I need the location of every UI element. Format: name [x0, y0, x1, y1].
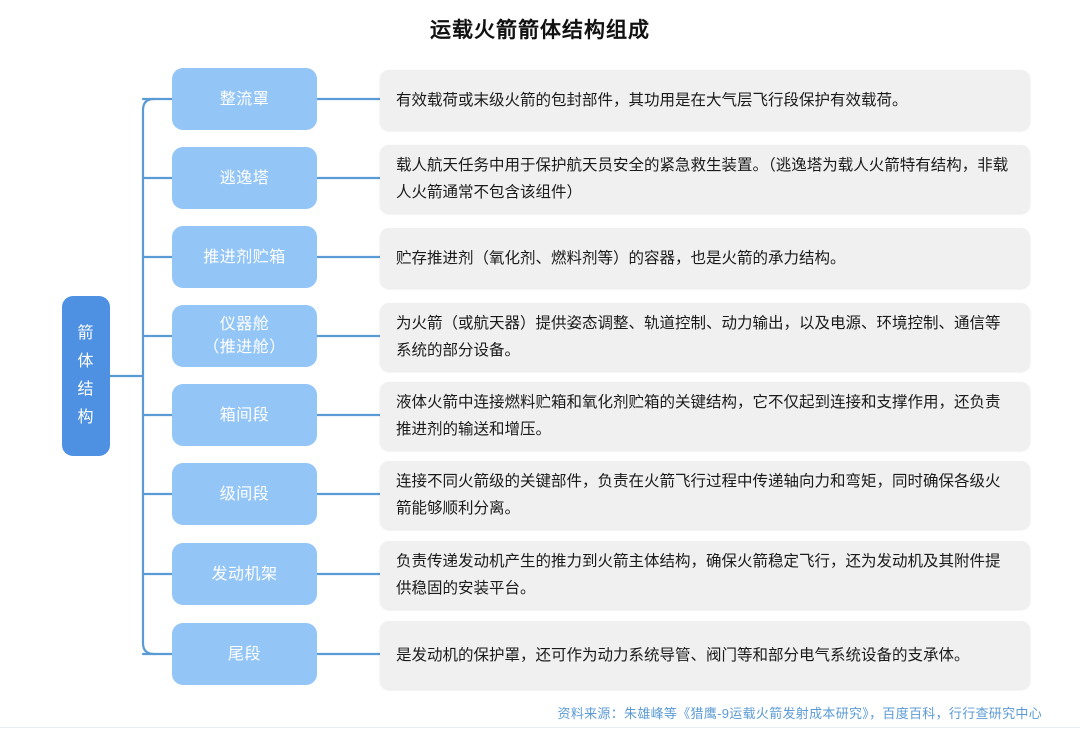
- description-text: 载人航天任务中用于保护航天员安全的紧急救生装置。（逃逸塔为载人火箭特有结构，非载…: [396, 157, 1009, 201]
- node-fairing[interactable]: 整流罩: [172, 68, 317, 130]
- description-text: 为火箭（或航天器）提供姿态调整、轨道控制、动力输出，以及电源、环境控制、通信等系…: [396, 315, 1001, 359]
- description-text: 连接不同火箭级的关键部件，负责在火箭飞行过程中传递轴向力和弯矩，同时确保各级火箭…: [396, 473, 1001, 517]
- root-node-char-2: 体: [77, 353, 95, 370]
- node-escape-tower[interactable]: 逃逸塔: [172, 147, 317, 209]
- description-text: 有效载荷或末级火箭的包封部件，其功用是在大气层飞行段保护有效载荷。: [396, 91, 908, 109]
- node-propellant-tank[interactable]: 推进剂贮箱: [172, 226, 317, 288]
- root-node-rocket-body-structure[interactable]: 箭 体 结 构: [62, 296, 110, 456]
- description-intertank-section: 液体火箭中连接燃料贮箱和氧化剂贮箱的关键结构，它不仅起到连接和支撑作用，还负责推…: [380, 382, 1030, 450]
- source-citation: 资料来源：朱雄峰等《猎鹰-9运载火箭发射成本研究》，百度百科，行行查研究中心: [557, 706, 1042, 721]
- root-node-char-4: 构: [77, 409, 95, 426]
- connector-trunk: [141, 97, 156, 656]
- page-title: 运载火箭箭体结构组成: [430, 19, 650, 42]
- description-tail-section: 是发动机的保护罩，还可作为动力系统导管、阀门等和部分电气系统设备的支承体。: [380, 621, 1030, 689]
- node-interstage-section[interactable]: 级间段: [172, 463, 317, 525]
- root-node-char-3: 结: [77, 381, 95, 398]
- description-propellant-tank: 贮存推进剂（氧化剂、燃料剂等）的容器，也是火箭的承力结构。: [380, 228, 1030, 288]
- bottom-divider: [0, 727, 1080, 728]
- description-text: 液体火箭中连接燃料贮箱和氧化剂贮箱的关键结构，它不仅起到连接和支撑作用，还负责推…: [396, 394, 1001, 438]
- description-engine-mount: 负责传递发动机产生的推力到火箭主体结构，确保火箭稳定飞行，还为发动机及其附件提供…: [380, 541, 1030, 609]
- description-text: 贮存推进剂（氧化剂、燃料剂等）的容器，也是火箭的承力结构。: [396, 249, 846, 267]
- node-intertank-section[interactable]: 箱间段: [172, 384, 317, 446]
- node-tail-section[interactable]: 尾段: [172, 623, 317, 685]
- node-instrument-bay[interactable]: 仪器舱 （推进舱）: [172, 305, 317, 367]
- node-engine-mount[interactable]: 发动机架: [172, 543, 317, 605]
- root-node-char-1: 箭: [77, 325, 95, 342]
- description-interstage-section: 连接不同火箭级的关键部件，负责在火箭飞行过程中传递轴向力和弯矩，同时确保各级火箭…: [380, 461, 1030, 529]
- description-fairing: 有效载荷或末级火箭的包封部件，其功用是在大气层飞行段保护有效载荷。: [380, 70, 1030, 130]
- description-escape-tower: 载人航天任务中用于保护航天员安全的紧急救生装置。（逃逸塔为载人火箭特有结构，非载…: [380, 145, 1030, 213]
- description-text: 是发动机的保护罩，还可作为动力系统导管、阀门等和部分电气系统设备的支承体。: [396, 646, 970, 664]
- description-instrument-bay: 为火箭（或航天器）提供姿态调整、轨道控制、动力输出，以及电源、环境控制、通信等系…: [380, 303, 1030, 371]
- description-text: 负责传递发动机产生的推力到火箭主体结构，确保火箭稳定飞行，还为发动机及其附件提供…: [396, 553, 1001, 597]
